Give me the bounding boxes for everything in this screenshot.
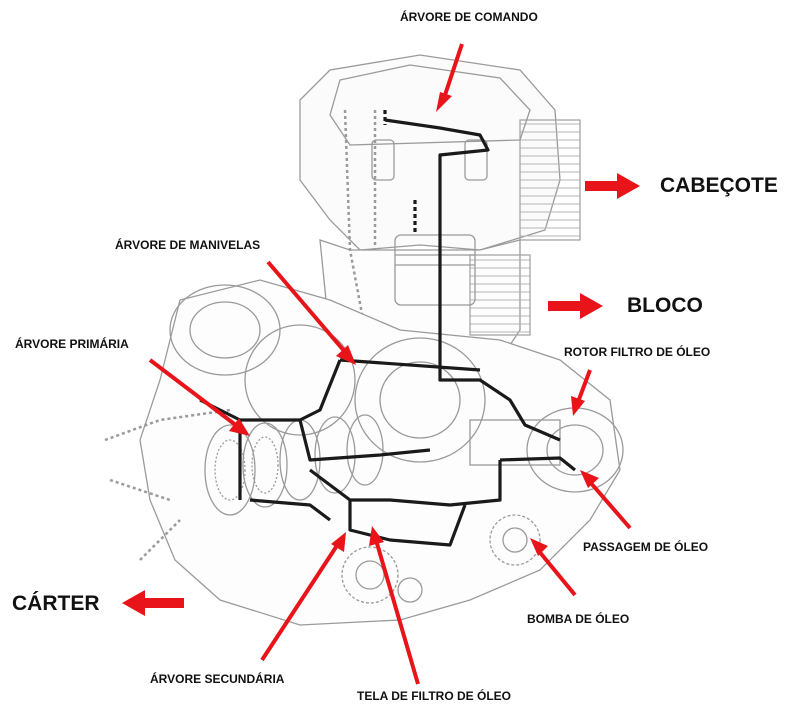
cylinder-head-arrow (585, 173, 640, 199)
block-fins (470, 255, 530, 335)
label-cylinder-head: CABEÇOTE (660, 174, 778, 198)
block-arrow (548, 293, 603, 319)
engine-outline (105, 55, 623, 625)
head-fins (520, 120, 580, 240)
label-block: BLOCO (627, 294, 703, 318)
label-oil-filter-screen: TELA DE FILTRO DE ÓLEO (357, 689, 511, 703)
label-oil-passage: PASSAGEM DE ÓLEO (583, 540, 708, 554)
crankcase-arrow (122, 590, 184, 616)
label-crankshaft: ÁRVORE DE MANIVELAS (115, 238, 260, 252)
label-secondary-shaft: ÁRVORE SECUNDÁRIA (150, 672, 284, 686)
crankcase-outline (140, 280, 620, 625)
label-oil-pump: BOMBA DE ÓLEO (527, 612, 629, 626)
label-primary-shaft: ÁRVORE PRIMÁRIA (15, 337, 129, 351)
label-oil-filter-rotor: ROTOR FILTRO DE ÓLEO (564, 345, 710, 359)
label-crankcase: CÁRTER (12, 592, 100, 616)
label-camshaft: ÁRVORE DE COMANDO (400, 10, 538, 24)
